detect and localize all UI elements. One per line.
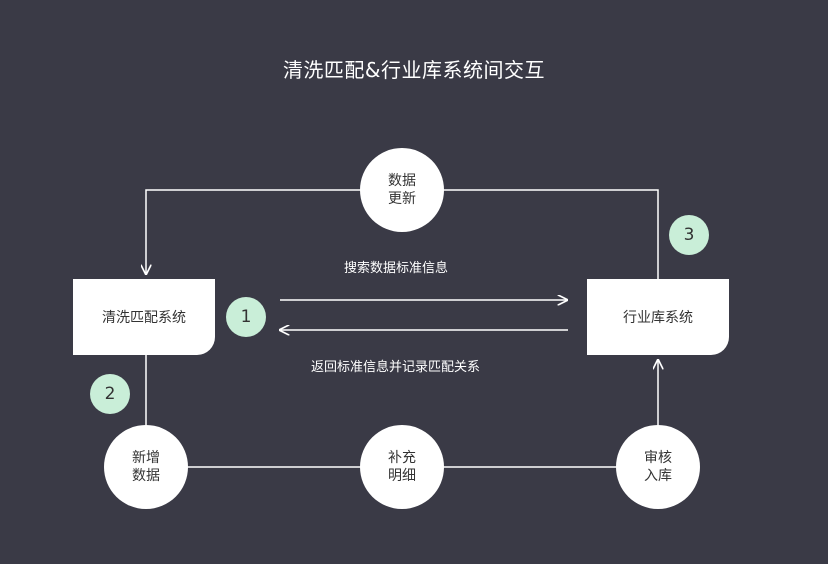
supplement-details-line-2: 明细 xyxy=(388,468,416,484)
data-update-line-1: 数据 xyxy=(388,173,416,189)
supplement-details-line-1: 补充 xyxy=(388,450,416,466)
industry-library-system-node: 行业库系统 xyxy=(587,279,729,355)
step-badge-3: 3 xyxy=(669,215,709,255)
cleaning-matching-system-label: 清洗匹配系统 xyxy=(102,310,186,326)
industry-library-system-label: 行业库系统 xyxy=(623,310,693,326)
add-data-node: 新增 数据 xyxy=(104,425,188,509)
supplement-details-node: 补充 明细 xyxy=(360,425,444,509)
review-storage-line-2: 入库 xyxy=(644,468,672,484)
data-update-node: 数据 更新 xyxy=(360,148,444,232)
review-storage-line-1: 审核 xyxy=(644,450,672,466)
search-arrow-label: 搜索数据标准信息 xyxy=(344,261,449,276)
step-badge-2: 2 xyxy=(90,374,130,414)
add-data-line-2: 数据 xyxy=(132,468,160,484)
return-arrow-label: 返回标准信息并记录匹配关系 xyxy=(311,360,481,375)
step-badge-1: 1 xyxy=(226,297,266,337)
cleaning-matching-system-node: 清洗匹配系统 xyxy=(73,279,215,355)
diagram-title: 清洗匹配&行业库系统间交互 xyxy=(282,58,546,82)
add-data-line-1: 新增 xyxy=(132,450,160,466)
review-storage-node: 审核 入库 xyxy=(616,425,700,509)
data-update-line-2: 更新 xyxy=(388,191,416,207)
